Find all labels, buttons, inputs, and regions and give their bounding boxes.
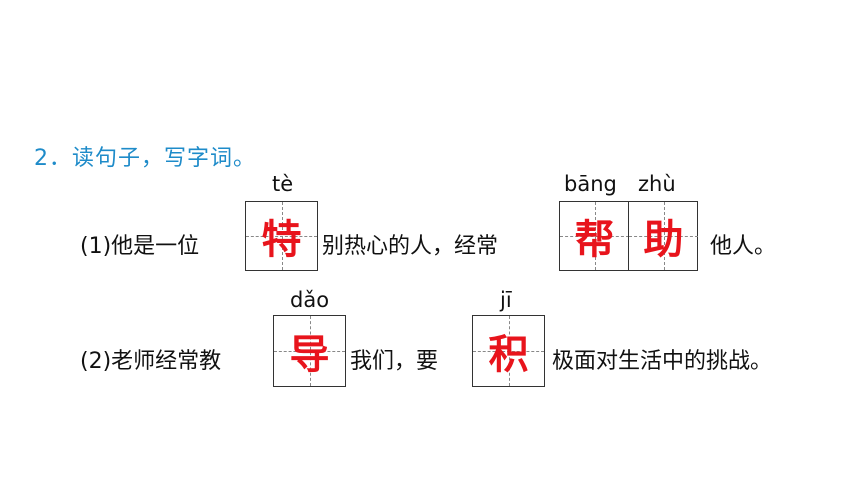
answer-char: 特 [261,216,302,263]
answer-char: 帮 [574,216,615,263]
writing-grid-cell [473,316,544,386]
answer-char: 助 [643,216,684,263]
sentence1-blank1-pinyin: tè [272,172,294,196]
sentence1-suffix: 他人。 [710,234,777,259]
sentence1-blank2-pinyin2: zhù [638,172,676,196]
writing-grid-cell: 助 [629,202,698,270]
sentence1-blank2-box[interactable]: 帮 助 [559,201,698,271]
sentence2-blank1-box[interactable]: 导 [273,315,346,387]
sentence2-prefix: (2)老师经常教 [80,349,222,374]
writing-grid-cell [246,202,317,270]
sentence2-middle: 我们，要 [350,349,439,374]
cell-divider [628,202,629,270]
writing-grid-cell: 帮 [560,202,629,270]
sentence2-blank2-box[interactable]: 积 [472,315,545,387]
sentence2-blank1-pinyin: dǎo [290,288,330,312]
sentence1-middle: 别热心的人，经常 [322,234,499,259]
answer-char: 积 [488,331,529,378]
answer-char: 导 [289,331,330,378]
sentence2-blank2-pinyin: jī [500,288,512,312]
writing-grid-cell [274,316,345,386]
sentence1-blank1-box[interactable]: 特 [245,201,318,271]
sentence2-suffix: 极面对生活中的挑战。 [552,349,773,374]
sentence1-blank2-pinyin1: bāng [564,172,617,196]
exercise-heading: 2．读句子，写字词。 [34,146,256,171]
sentence1-prefix: (1)他是一位 [80,234,200,259]
